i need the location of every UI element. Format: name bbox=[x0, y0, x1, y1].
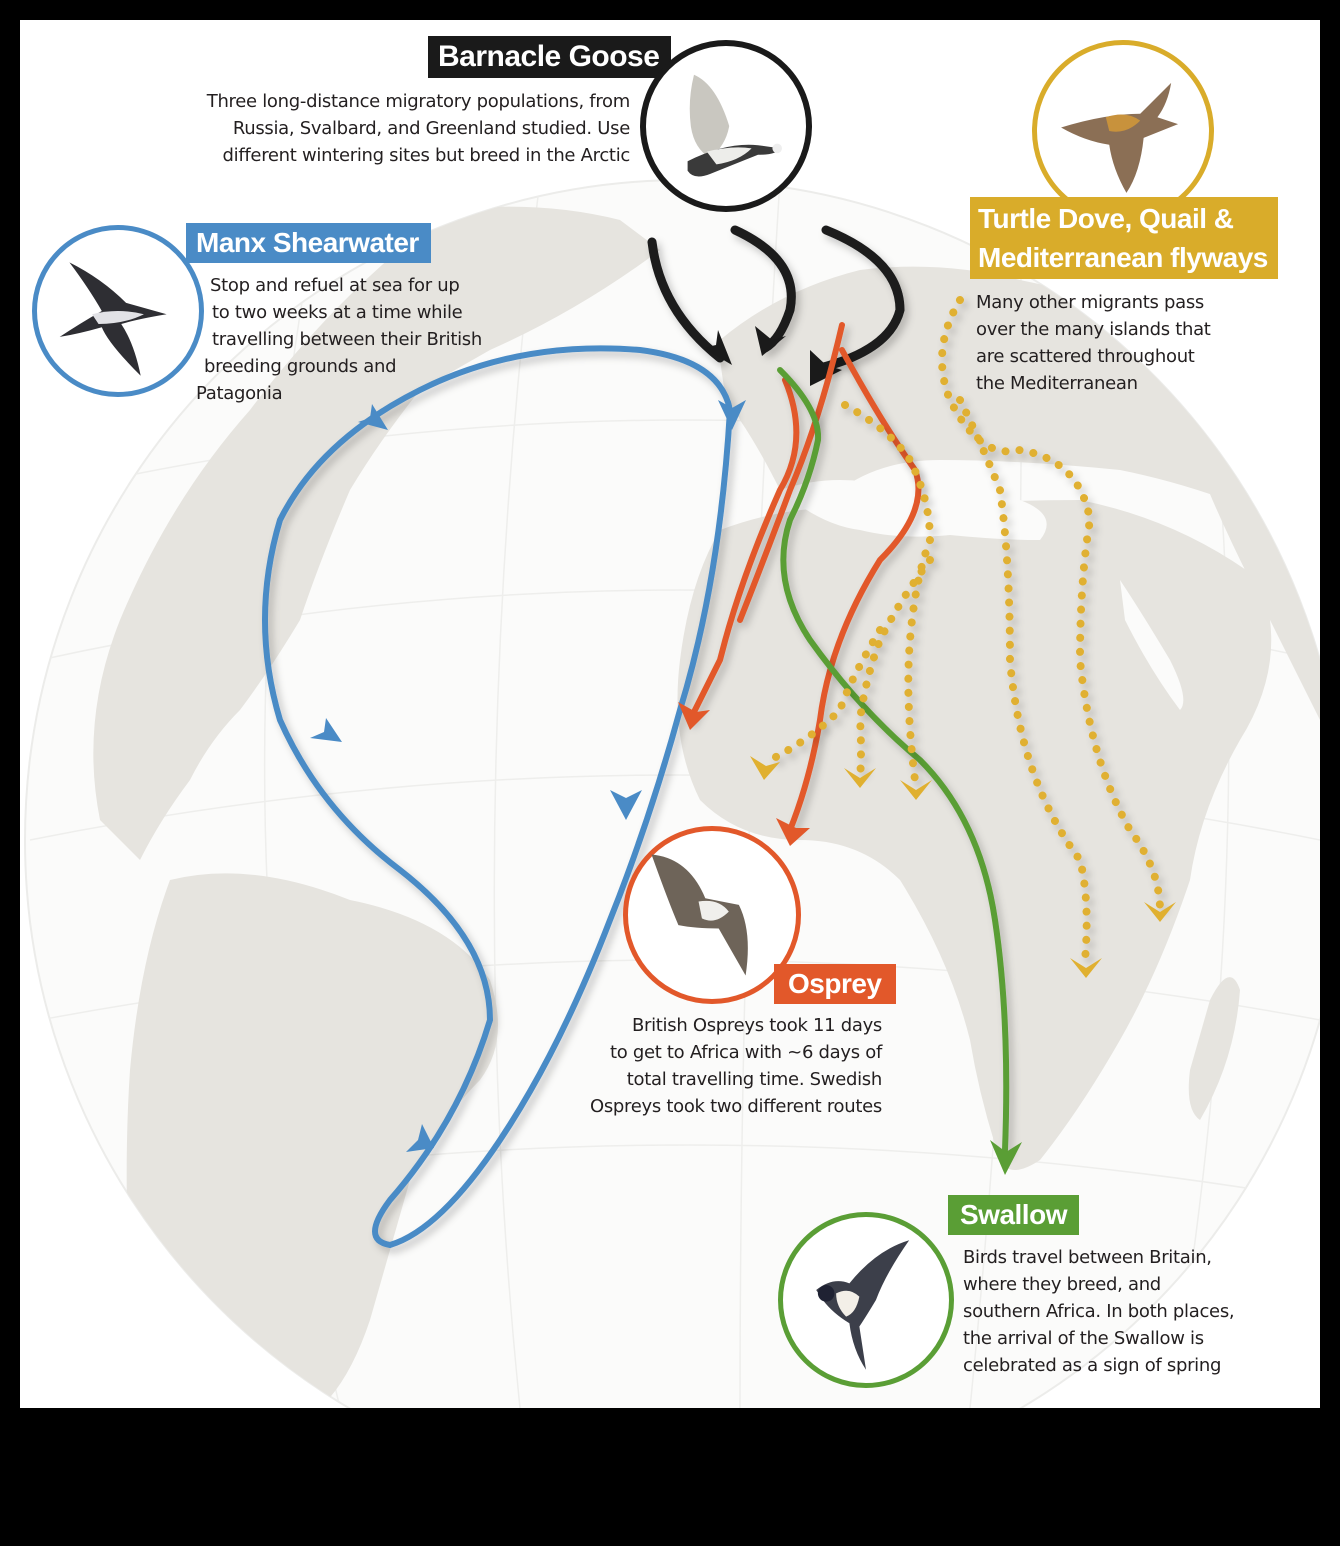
africa bbox=[677, 500, 1272, 1170]
swallow-title: Swallow bbox=[948, 1195, 1079, 1235]
desc-line: breeding grounds and bbox=[204, 356, 397, 377]
desc-line: to two weeks at a time while bbox=[212, 302, 463, 323]
desc-line: the Mediterranean bbox=[976, 373, 1138, 394]
desc-line: Birds travel between Britain, bbox=[963, 1247, 1212, 1268]
desc-line: over the many islands that bbox=[976, 319, 1211, 340]
desc-line: the arrival of the Swallow is bbox=[963, 1328, 1204, 1349]
title-line: Turtle Dove, Quail & bbox=[978, 203, 1234, 234]
barnacle-goose-title: Barnacle Goose bbox=[428, 36, 672, 78]
osprey-photo-circle bbox=[623, 826, 801, 1004]
mediterranean-flyways bbox=[766, 296, 1164, 964]
barnacle-goose-description: Three long-distance migratory population… bbox=[206, 88, 631, 169]
turtle-dove-icon bbox=[1061, 82, 1179, 193]
title-line: Mediterranean flyways bbox=[978, 242, 1268, 273]
osprey-icon bbox=[651, 854, 748, 976]
osprey-description: British Ospreys took 11 days to get to A… bbox=[590, 1012, 882, 1120]
manx-shearwater-description: Stop and refuel at sea for up to two wee… bbox=[192, 272, 482, 407]
globe-map bbox=[24, 179, 1320, 1408]
desc-line: are scattered throughout bbox=[976, 346, 1195, 367]
desc-line: Ospreys took two different routes bbox=[589, 1096, 882, 1117]
madagascar bbox=[1188, 977, 1240, 1120]
desc-line: Many other migrants pass bbox=[976, 292, 1204, 313]
swallow-description: Birds travel between Britain, where they… bbox=[963, 1244, 1235, 1379]
infographic-panel: Barnacle Goose Three long-distance migra… bbox=[20, 20, 1320, 1408]
north-america bbox=[93, 206, 661, 860]
osprey-arrowheads bbox=[678, 702, 810, 846]
desc-line: British Ospreys took 11 days bbox=[631, 1015, 882, 1036]
manx-shearwater-photo-circle bbox=[32, 225, 204, 397]
desc-line: celebrated as a sign of spring bbox=[963, 1355, 1222, 1376]
desc-line: to get to Africa with ~6 days of bbox=[609, 1042, 882, 1063]
manx-shearwater-icon bbox=[59, 262, 167, 376]
swallow-route bbox=[777, 367, 1010, 1153]
mediterranean-flyway-arrowheads bbox=[750, 756, 1176, 978]
osprey-title: Osprey bbox=[774, 964, 896, 1004]
desc-line: Stop and refuel at sea for up bbox=[210, 275, 460, 296]
desc-line: southern Africa. In both places, bbox=[963, 1301, 1235, 1322]
desc-line: Russia, Svalbard, and Greenland studied.… bbox=[232, 118, 630, 139]
turtle-dove-title: Turtle Dove, Quail & Mediterranean flywa… bbox=[970, 197, 1278, 279]
swallow-photo-circle bbox=[778, 1212, 954, 1388]
swallow-icon bbox=[816, 1240, 910, 1370]
barnacle-goose-icon bbox=[687, 74, 782, 177]
desc-line: travelling between their British bbox=[212, 329, 482, 350]
desc-line: different wintering sites but breed in t… bbox=[222, 145, 631, 166]
manx-shearwater-title: Manx Shearwater bbox=[186, 223, 431, 263]
barnacle-goose-arrowheads bbox=[703, 326, 842, 386]
desc-line: Three long-distance migratory population… bbox=[206, 91, 631, 112]
desc-line: total travelling time. Swedish bbox=[626, 1069, 883, 1090]
barnacle-goose-photo-circle bbox=[640, 40, 812, 212]
turtle-dove-photo-circle bbox=[1032, 40, 1214, 222]
south-america bbox=[126, 873, 499, 1408]
desc-line: where they breed, and bbox=[963, 1274, 1161, 1295]
turtle-dove-description: Many other migrants pass over the many i… bbox=[976, 289, 1211, 397]
desc-line: Patagonia bbox=[196, 383, 283, 404]
manx-shearwater-route bbox=[262, 345, 734, 1249]
manx-shearwater-arrowheads bbox=[310, 400, 746, 1152]
swallow-arrowhead bbox=[990, 1140, 1022, 1175]
